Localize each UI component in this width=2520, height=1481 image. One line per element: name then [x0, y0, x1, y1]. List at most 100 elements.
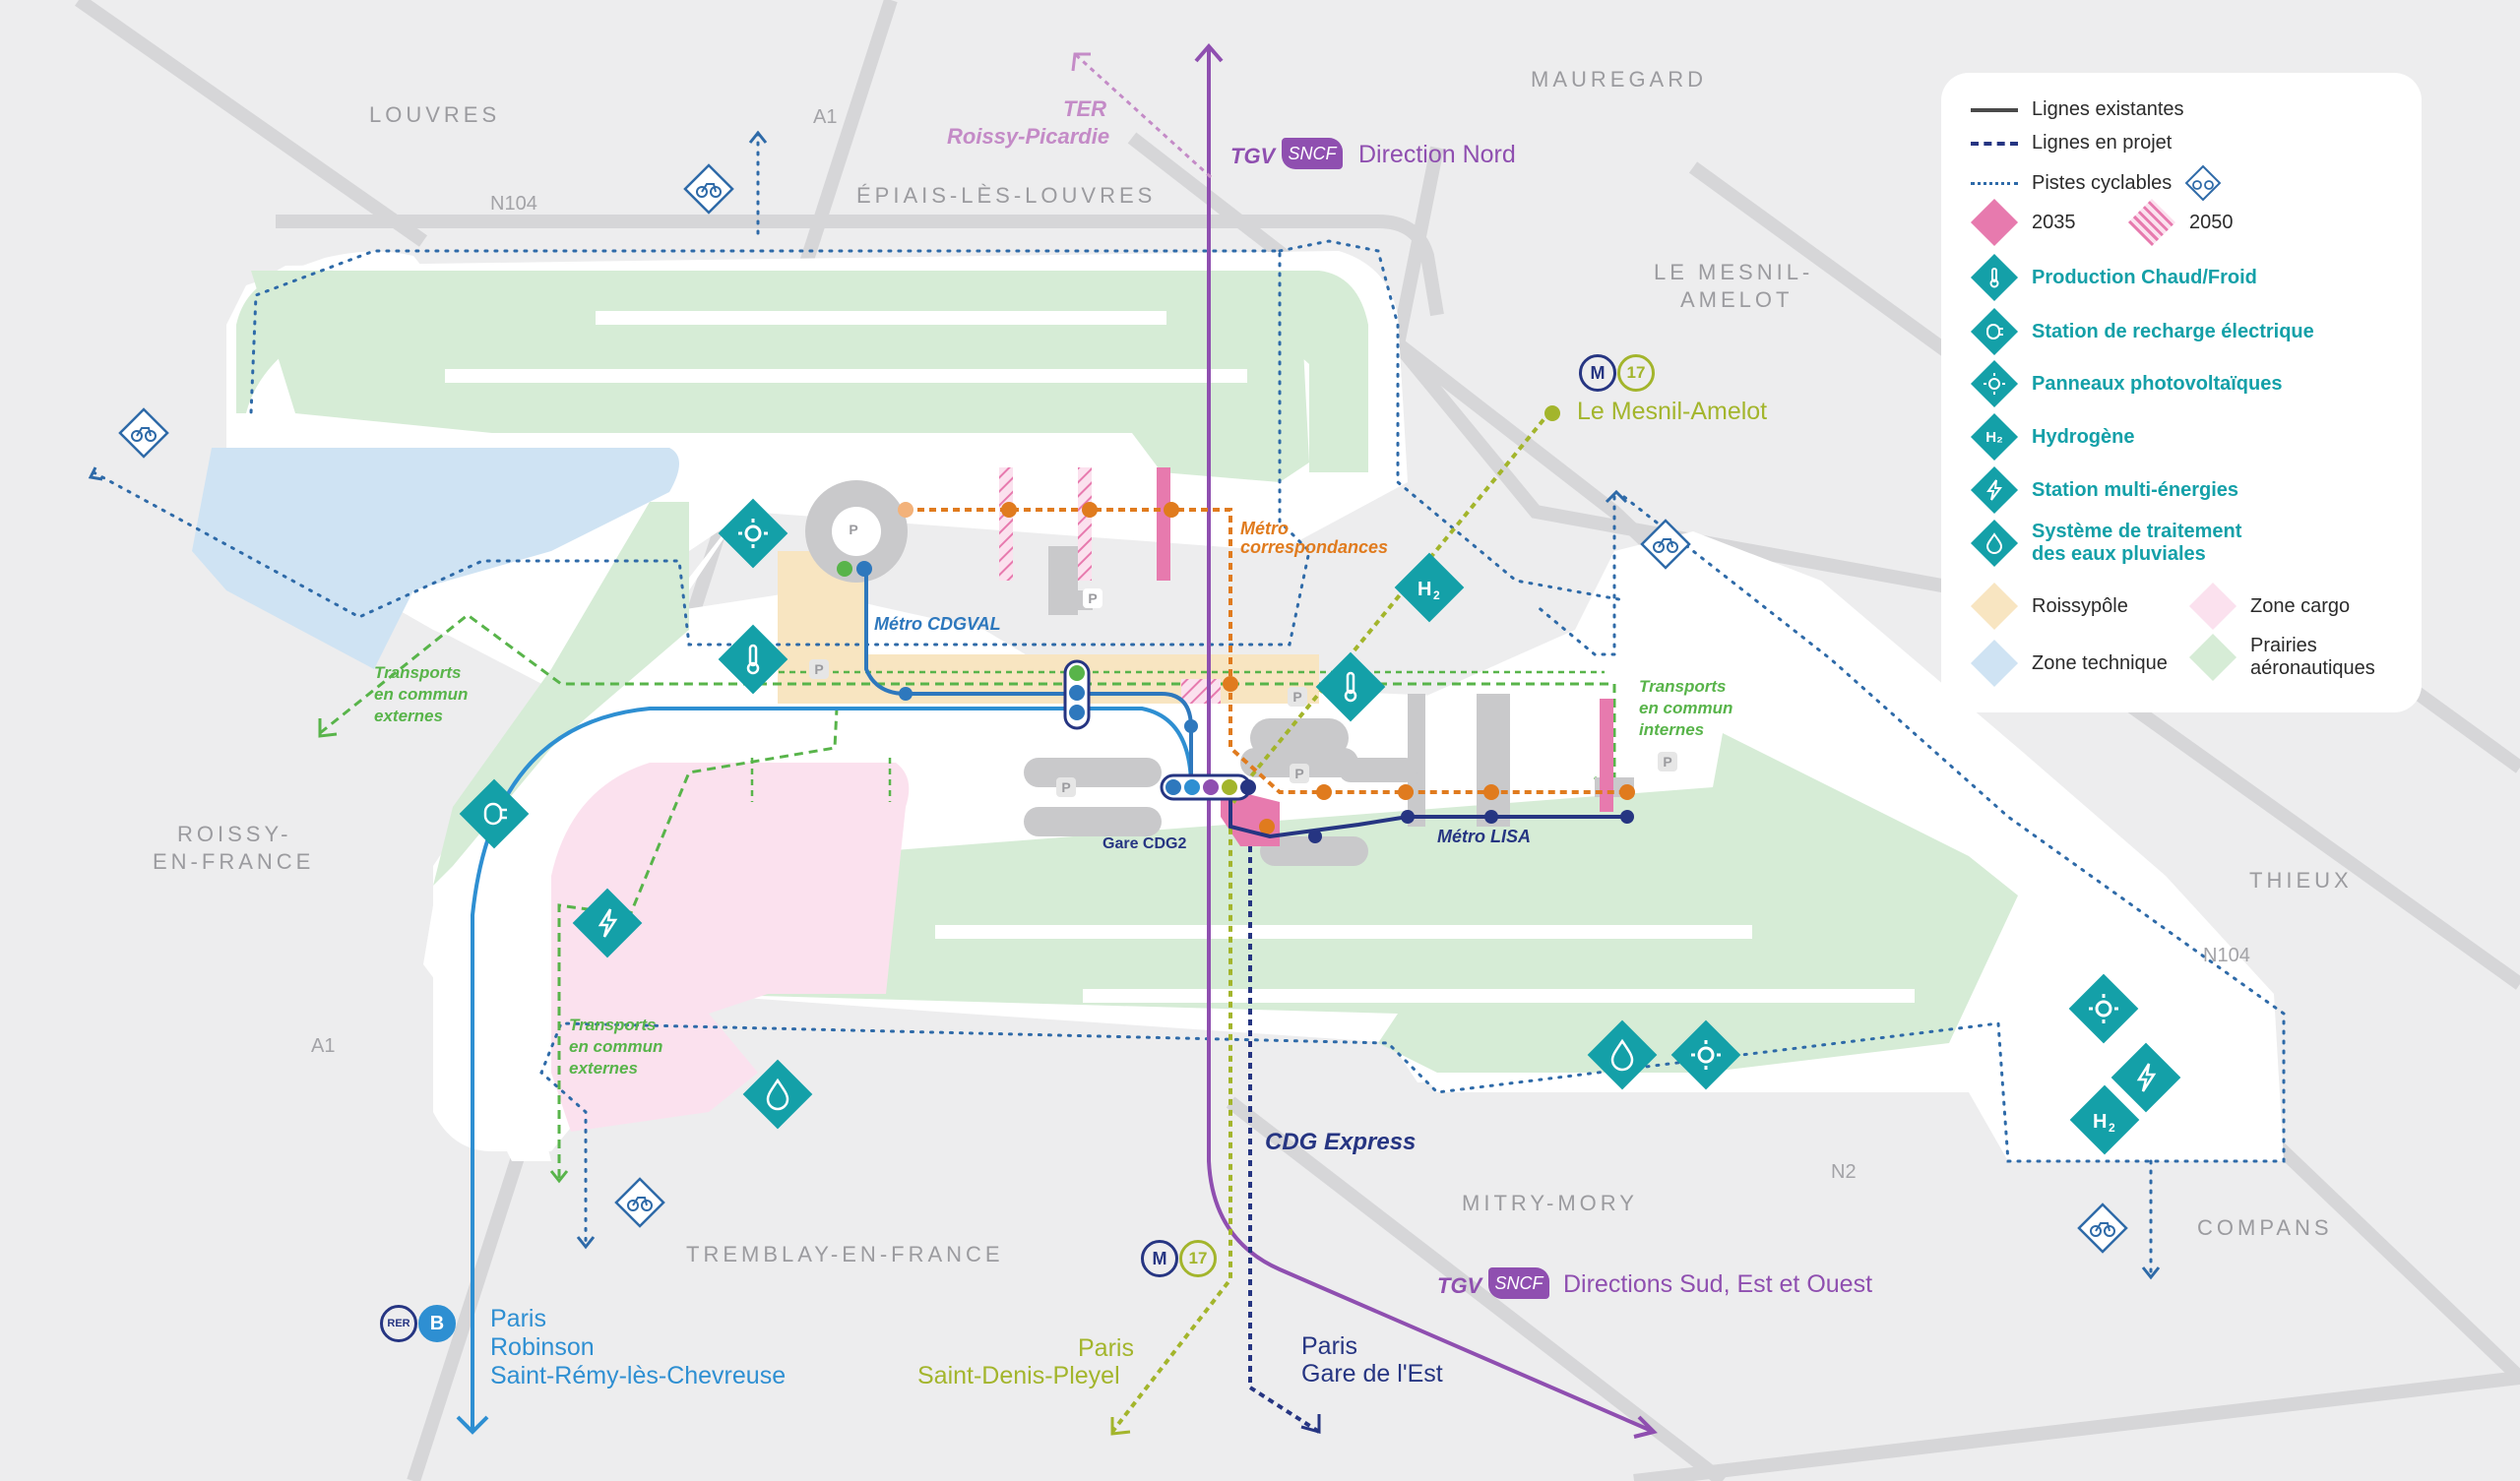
legend-solar: Panneaux photovoltaïques [1970, 359, 2283, 408]
tgv-top-label: TGV [1230, 144, 1276, 168]
parking-icon: P [844, 520, 863, 539]
thermometer-icon [718, 624, 788, 695]
bicycle-icon [1640, 519, 1691, 570]
mesnil-station-dot [1544, 405, 1560, 421]
metro-17-icon: 17 [1617, 354, 1655, 392]
legend-label: Lignes existantes [2032, 98, 2184, 120]
cdgval-line [864, 571, 1193, 787]
legend-dotted-line [1971, 181, 2018, 185]
legend-dashed-line [1971, 141, 2018, 146]
metro-corr-line [906, 508, 1624, 794]
legend-label: Hydrogène [2032, 425, 2135, 448]
bicycle-icon [683, 163, 734, 215]
place-tremblay: TREMBLAY-EN-FRANCE [686, 1242, 1004, 1266]
bicycle-icon [118, 407, 169, 459]
metro-17-icon-bottom: 17 [1179, 1240, 1217, 1277]
runways [445, 311, 1915, 1003]
tc-ext-1b: en commun [374, 685, 469, 704]
lightning-icon [2110, 1042, 2181, 1113]
bicycle-icon [614, 1177, 665, 1228]
lightning-icon [572, 888, 643, 958]
parking-icon: P [1083, 588, 1102, 608]
bicycle-icon [2184, 164, 2222, 202]
road-n104-right: N104 [2203, 945, 2250, 966]
legend-swatch-2050 [2127, 198, 2176, 247]
legend-roissypole: Roissypôle [1970, 582, 2128, 631]
saint-denis-2: Saint-Denis-Pleyel [917, 1362, 1120, 1389]
legend-label: 2035 [2032, 211, 2076, 233]
rer-b-icon: B [418, 1305, 456, 1342]
legend-label: 2050 [2189, 211, 2234, 233]
rer-icon: RER [380, 1305, 417, 1342]
zone-roissypole [778, 551, 1319, 704]
legend-label: Roissypôle [2032, 594, 2128, 617]
thermometer-icon [1970, 253, 2019, 302]
robinson-3: Saint-Rémy-lès-Chevreuse [490, 1362, 787, 1389]
road-a1-bottom: A1 [311, 1035, 336, 1057]
legend-label: Production Chaud/Froid [2032, 266, 2257, 288]
metro-lisa-label: Métro LISA [1437, 827, 1532, 846]
legend-hydrogen: H₂ Hydrogène [1970, 412, 2135, 462]
terminals [805, 480, 1634, 866]
legend-label: Zone cargo [2250, 594, 2351, 617]
legend-existing: Lignes existantes [1971, 98, 2184, 121]
parking-icon: P [1288, 687, 1307, 707]
sncf-logo: SNCF [1282, 138, 1343, 169]
solar-icon [1670, 1019, 1741, 1090]
tc-ext-1a: Transports [374, 663, 462, 682]
place-mitry: MITRY-MORY [1462, 1191, 1638, 1215]
legend-water: Système de traitement des eaux pluviales [1970, 519, 2242, 568]
gare-cdg2-label: Gare CDG2 [1102, 835, 1187, 852]
svg-text:2: 2 [2109, 1121, 2115, 1135]
solar-icon [1970, 359, 2019, 408]
metro-cdgval-label: Métro CDGVAL [874, 614, 1001, 634]
direction-nord: Direction Nord [1358, 141, 1516, 168]
sncf-logo-bottom: SNCF [1488, 1267, 1549, 1299]
tc-ext-1c: externes [374, 707, 443, 725]
transit-external [319, 613, 1616, 1178]
place-roissy-1: ROISSY- [177, 822, 292, 846]
ter-sub-label: Roissy-Picardie [947, 124, 1110, 149]
tc-int-b: en commun [1639, 699, 1733, 717]
tgv-line [1194, 42, 1658, 1439]
ter-line [1073, 52, 1213, 179]
legend-swatch-technique [1970, 639, 2019, 688]
metro-corr-label-2: correspondances [1240, 537, 1389, 557]
road-n104-top: N104 [490, 193, 537, 215]
hydrogen-glyph: H₂ [1985, 428, 2003, 446]
solar-icon [718, 498, 788, 569]
water-drop-icon [1587, 1019, 1658, 1090]
legend-label: des eaux pluviales [2032, 543, 2206, 565]
parking-icon: P [1290, 764, 1309, 783]
directions-sud: Directions Sud, Est et Ouest [1563, 1270, 1873, 1298]
legend-multi: Station multi-énergies [1970, 465, 2238, 515]
svg-text:H: H [1418, 579, 1431, 600]
cycle-paths [92, 131, 2286, 1276]
parking-icon: P [809, 659, 829, 679]
legend-label: Lignes en projet [2032, 132, 2173, 154]
place-mauregard: MAUREGARD [1531, 67, 1708, 92]
legend-label: Panneaux photovoltaïques [2032, 372, 2283, 395]
road-a1-top: A1 [813, 106, 838, 128]
legend-label: Système de traitement [2032, 521, 2242, 542]
svg-text:H: H [2093, 1111, 2107, 1133]
legend-prairies: Prairies aéronautiques [2188, 633, 2375, 682]
robinson-2: Robinson [490, 1333, 595, 1361]
legend-swatch-prairies [2188, 633, 2237, 682]
tc-ext-2c: externes [569, 1059, 638, 1078]
place-louvres: LOUVRES [369, 102, 501, 127]
place-mesnil-2: AMELOT [1680, 287, 1794, 312]
solar-icon [2068, 973, 2139, 1044]
metro-corr-label-1: Métro [1240, 519, 1289, 538]
legend-cargo: Zone cargo [2188, 582, 2351, 631]
gare-est-1: Paris [1301, 1332, 1357, 1360]
place-thieux: THIEUX [2249, 868, 2353, 893]
cdg-express-line [1248, 846, 1321, 1434]
tc-ext-2b: en commun [569, 1037, 663, 1056]
robinson-1: Paris [490, 1305, 546, 1332]
tgv-bottom-label: TGV [1437, 1273, 1482, 1298]
parking-icon: P [1056, 777, 1076, 797]
